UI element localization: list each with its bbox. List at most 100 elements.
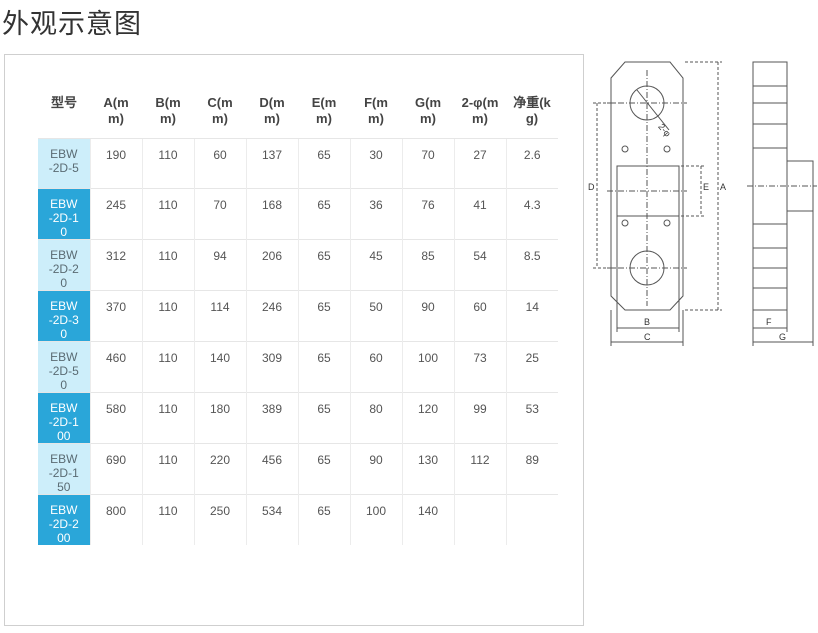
value-cell: 140 xyxy=(193,341,246,393)
value-cell: 534 xyxy=(245,494,298,545)
front-view-outline xyxy=(610,61,684,311)
model-line: -2D-5 xyxy=(48,161,79,175)
value-cell: 246 xyxy=(245,290,298,342)
value-cell: 65 xyxy=(297,239,350,291)
value-cell: 100 xyxy=(401,341,454,393)
value-cell: 245 xyxy=(89,188,142,240)
model-line: 00 xyxy=(57,429,71,443)
value-cell: 50 xyxy=(349,290,402,342)
label-a: A xyxy=(720,182,726,192)
value-cell: 85 xyxy=(401,239,454,291)
model-line: 0 xyxy=(60,327,68,341)
label-g: G xyxy=(779,332,786,342)
column-header-line: 型号 xyxy=(50,95,77,110)
column-header-line: C(m xyxy=(207,95,233,110)
value-cell: 65 xyxy=(297,290,350,342)
model-line: EBW xyxy=(50,299,78,313)
value-cell xyxy=(505,494,558,545)
model-line: EBW xyxy=(50,452,78,466)
value-cell: 137 xyxy=(245,138,298,189)
column-header-line: B(m xyxy=(155,95,181,110)
column-header-line: m) xyxy=(108,111,124,126)
value-cell: 110 xyxy=(141,188,194,240)
value-cell: 25 xyxy=(505,341,558,393)
value-cell: 309 xyxy=(245,341,298,393)
value-cell: 140 xyxy=(401,494,454,545)
column-header-line: 2-φ(m xyxy=(461,95,499,110)
column-header-line: g) xyxy=(525,111,539,126)
label-f: F xyxy=(766,317,772,327)
value-cell: 110 xyxy=(141,341,194,393)
page-title: 外观示意图 xyxy=(2,9,142,40)
column-header-line: D(m xyxy=(259,95,285,110)
value-cell: 800 xyxy=(89,494,142,545)
value-cell: 250 xyxy=(193,494,246,545)
value-cell: 110 xyxy=(141,392,194,444)
column-header-line: m) xyxy=(160,111,176,126)
value-cell: 168 xyxy=(245,188,298,240)
column-header-line: E(m xyxy=(311,95,337,110)
value-cell: 120 xyxy=(401,392,454,444)
value-cell: 60 xyxy=(453,290,506,342)
model-line: EBW xyxy=(50,147,78,161)
column-header-line: 净重(k xyxy=(513,95,551,110)
column-header: 型号 xyxy=(38,93,90,139)
value-cell: 27 xyxy=(453,138,506,189)
column-header-line: G(m xyxy=(415,95,441,110)
value-cell: 100 xyxy=(349,494,402,545)
label-b: B xyxy=(644,317,650,327)
model-line: 50 xyxy=(57,480,71,494)
model-line: -2D-1 xyxy=(48,415,79,429)
model-line: 0 xyxy=(60,378,68,392)
value-cell: 90 xyxy=(349,443,402,495)
column-header-line: m) xyxy=(316,111,332,126)
value-cell: 70 xyxy=(401,138,454,189)
column-header-line: m) xyxy=(420,111,436,126)
model-line: -2D-2 xyxy=(48,262,79,276)
value-cell: 190 xyxy=(89,138,142,189)
value-cell: 65 xyxy=(297,188,350,240)
value-cell: 460 xyxy=(89,341,142,393)
value-cell: 8.5 xyxy=(505,239,558,291)
column-header-line: m) xyxy=(472,111,488,126)
value-cell: 690 xyxy=(89,443,142,495)
model-line: -2D-2 xyxy=(48,517,79,531)
label-phi: 2-φ xyxy=(656,122,673,139)
value-cell: 73 xyxy=(453,341,506,393)
column-header-line: m) xyxy=(264,111,280,126)
column-header-line: m) xyxy=(212,111,228,126)
value-cell xyxy=(453,494,506,545)
value-cell: 65 xyxy=(297,341,350,393)
value-cell: 2.6 xyxy=(505,138,558,189)
value-cell: 4.3 xyxy=(505,188,558,240)
value-cell: 580 xyxy=(89,392,142,444)
value-cell: 114 xyxy=(193,290,246,342)
model-line: EBW xyxy=(50,197,78,211)
model-line: -2D-5 xyxy=(48,364,79,378)
column-header-line: m) xyxy=(368,111,384,126)
value-cell: 130 xyxy=(401,443,454,495)
value-cell: 60 xyxy=(349,341,402,393)
model-line: -2D-1 xyxy=(48,466,79,480)
label-d: D xyxy=(588,182,595,192)
value-cell: 65 xyxy=(297,494,350,545)
